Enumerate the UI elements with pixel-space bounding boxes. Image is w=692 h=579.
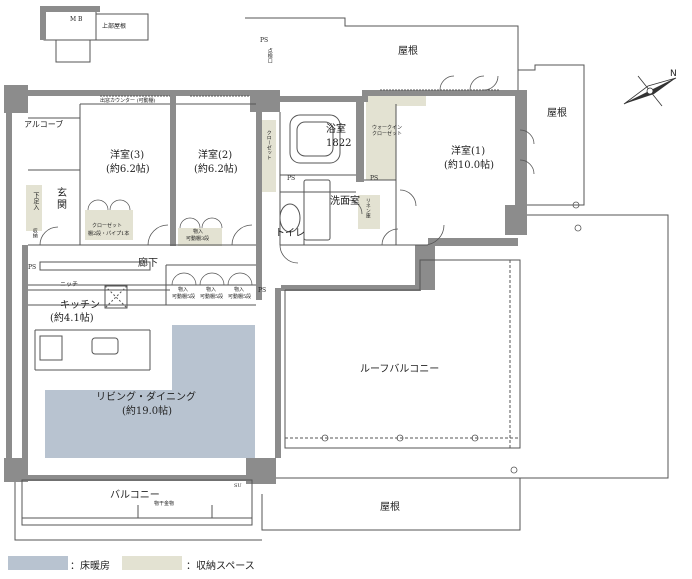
- bath-size: 1822: [326, 138, 352, 149]
- storage-a-label: 物入: [178, 287, 189, 293]
- storage-a-sub: 可動棚5段: [172, 294, 196, 300]
- storage-b-label: 物入: [206, 287, 217, 293]
- washroom-label: 洗面室: [330, 196, 360, 207]
- storage-c-label: 物入: [234, 287, 245, 293]
- balcony-label: バルコニー: [110, 490, 160, 501]
- storage-b-sub: 可動棚5段: [200, 294, 224, 300]
- kitchen-size: (約4.1帖): [50, 313, 94, 324]
- western2-size: (約6.2帖): [194, 164, 238, 175]
- rail-markers: [321, 201, 582, 474]
- western1-size: (約10.0帖): [444, 160, 495, 171]
- bath-name: 浴室: [326, 124, 346, 135]
- closet-label: クローゼット: [92, 223, 123, 229]
- storage-door-arcs: [87, 199, 253, 286]
- legend-floor-heating-swatch: [8, 556, 68, 570]
- legend-floor-heating-text: ：床暖房: [70, 561, 110, 572]
- shelf-label: 収納: [31, 228, 38, 238]
- roof-balcony-label: ルーフバルコニー: [360, 364, 440, 375]
- hallway-label: 廊下: [138, 258, 158, 269]
- compass-icon: N: [623, 69, 677, 107]
- shoe-cabinet-label: 下足入: [31, 192, 39, 210]
- roof-balcony-outline: [284, 259, 521, 449]
- living-name: リビング・ダイニング: [96, 392, 196, 403]
- linen-label: リネン庫: [364, 198, 371, 218]
- storage1-label: 物入: [193, 229, 204, 235]
- ps-label-2: PS: [258, 287, 267, 294]
- roof-top-label: 屋根: [398, 46, 418, 57]
- interior-lines: [28, 103, 428, 371]
- inspection-hatch-label: 点検口: [266, 48, 273, 63]
- closet2-label: クローゼット: [265, 130, 272, 160]
- ps-label-5: PS: [370, 175, 379, 182]
- closet-sub-label: 棚2段・パイプ1本: [88, 231, 130, 237]
- entrance-label: 玄関: [57, 188, 67, 211]
- storage-areas: [26, 96, 426, 246]
- window-marks: [30, 89, 500, 481]
- door-arcs: [39, 189, 445, 264]
- toilet-label: トイレ: [275, 228, 305, 239]
- western3-name: 洋室(3): [110, 150, 145, 161]
- western3-size: (約6.2帖): [106, 164, 150, 175]
- roof-outlines: [14, 17, 669, 541]
- living-size: (約19.0帖): [122, 406, 173, 417]
- western2-name: 洋室(2): [198, 150, 233, 161]
- walls: [4, 85, 527, 484]
- ps-label-3: PS: [260, 37, 269, 44]
- alcove-label: アルコーブ: [24, 120, 64, 129]
- upper-roof-label: 上部屋根: [102, 23, 127, 30]
- walkin-closet-label: ウォークイン クローゼット: [372, 125, 403, 137]
- legend-storage-text: ：収納スペース: [186, 561, 255, 572]
- kitchen-name: キッチン: [60, 300, 100, 311]
- compass-n-label: N: [670, 69, 677, 79]
- counter-label: 出窓カウンター (可動棚): [100, 98, 156, 104]
- su-label: SU: [234, 483, 242, 489]
- storage-c-sub: 可動棚5段: [228, 294, 252, 300]
- ps-label-1: PS: [28, 264, 37, 271]
- roof-bottom-label: 屋根: [380, 502, 400, 513]
- balcony-outline: [21, 479, 253, 526]
- legend-storage-swatch: [122, 556, 182, 570]
- ps-label-4: PS: [287, 175, 296, 182]
- floor-heating-areas: [45, 325, 255, 458]
- niche-label: ニッチ: [60, 281, 79, 288]
- roof-right-label: 屋根: [547, 108, 567, 119]
- western1-name: 洋室(1): [451, 146, 486, 157]
- storage1-sub-label: 可動棚3段: [186, 236, 210, 242]
- laundry-pole-label: 物干金物: [154, 501, 175, 507]
- mb-label: M B: [70, 16, 83, 23]
- mb-box: [40, 6, 149, 63]
